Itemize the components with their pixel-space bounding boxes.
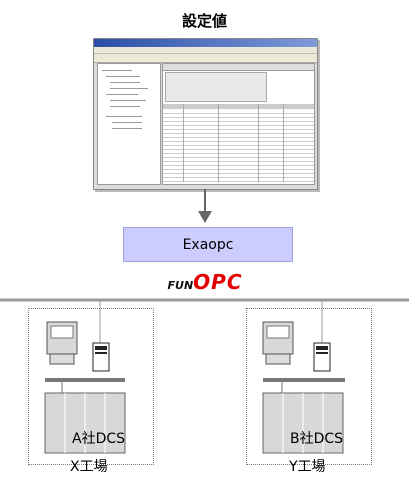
screenshot-tree-pane xyxy=(97,63,161,185)
screenshot-titlebar xyxy=(94,39,317,47)
settings-title: 設定値 xyxy=(181,12,227,30)
down-arrow-head xyxy=(198,211,212,223)
factory-x-frame xyxy=(28,308,154,465)
factory-y-equipment xyxy=(262,321,345,454)
screenshot-table-pane xyxy=(162,63,315,185)
factory-x-equipment xyxy=(44,321,126,454)
factory-label-y: Y工場 xyxy=(289,459,326,475)
logo-fun-text: FUN xyxy=(167,279,194,292)
screenshot-toolbar xyxy=(94,54,317,63)
dcs-label-a: A社DCS xyxy=(72,431,126,447)
logo-opc-text: OPC xyxy=(193,270,243,294)
funopc-logo: FUNOPC xyxy=(150,270,260,294)
screenshot-menubar xyxy=(94,47,317,54)
dcs-label-b: B社DCS xyxy=(290,431,344,447)
factory-label-x: X工場 xyxy=(70,459,108,475)
exaopc-box: Exaopc xyxy=(123,227,293,262)
config-tool-screenshot xyxy=(93,38,318,190)
factory-y-frame xyxy=(246,308,372,465)
